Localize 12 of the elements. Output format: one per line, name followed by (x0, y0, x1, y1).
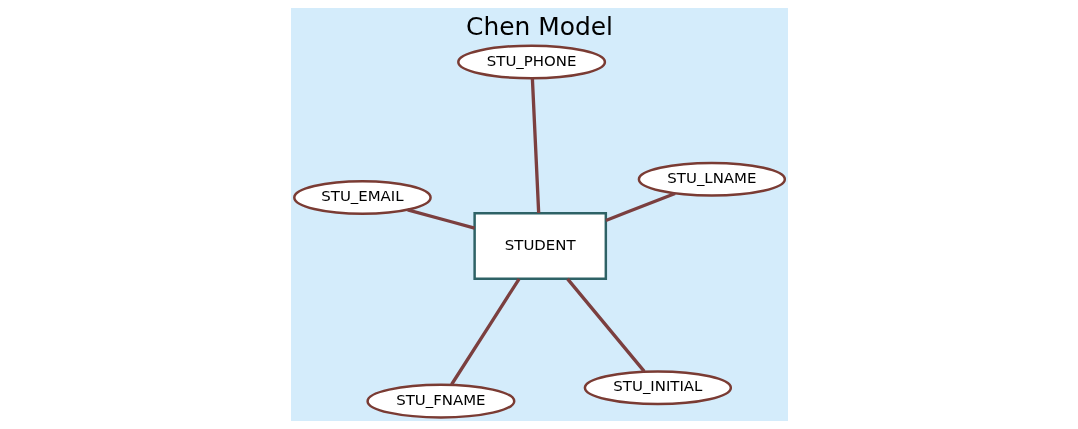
connector (406, 208, 475, 230)
connector (449, 277, 521, 386)
node-ellipse: STU_FNAME (365, 383, 515, 419)
node-ellipse: STU_LNAME (637, 161, 786, 197)
node-ellipse: STU_EMAIL (292, 180, 432, 216)
node-ellipse: STU_PHONE (456, 44, 606, 80)
connector (530, 78, 540, 214)
diagram-title: Chen Model (465, 11, 613, 41)
node-box: STUDENT (472, 211, 607, 280)
connector (565, 277, 645, 373)
connector (604, 191, 676, 222)
node-ellipse: STU_INITIAL (583, 370, 732, 406)
